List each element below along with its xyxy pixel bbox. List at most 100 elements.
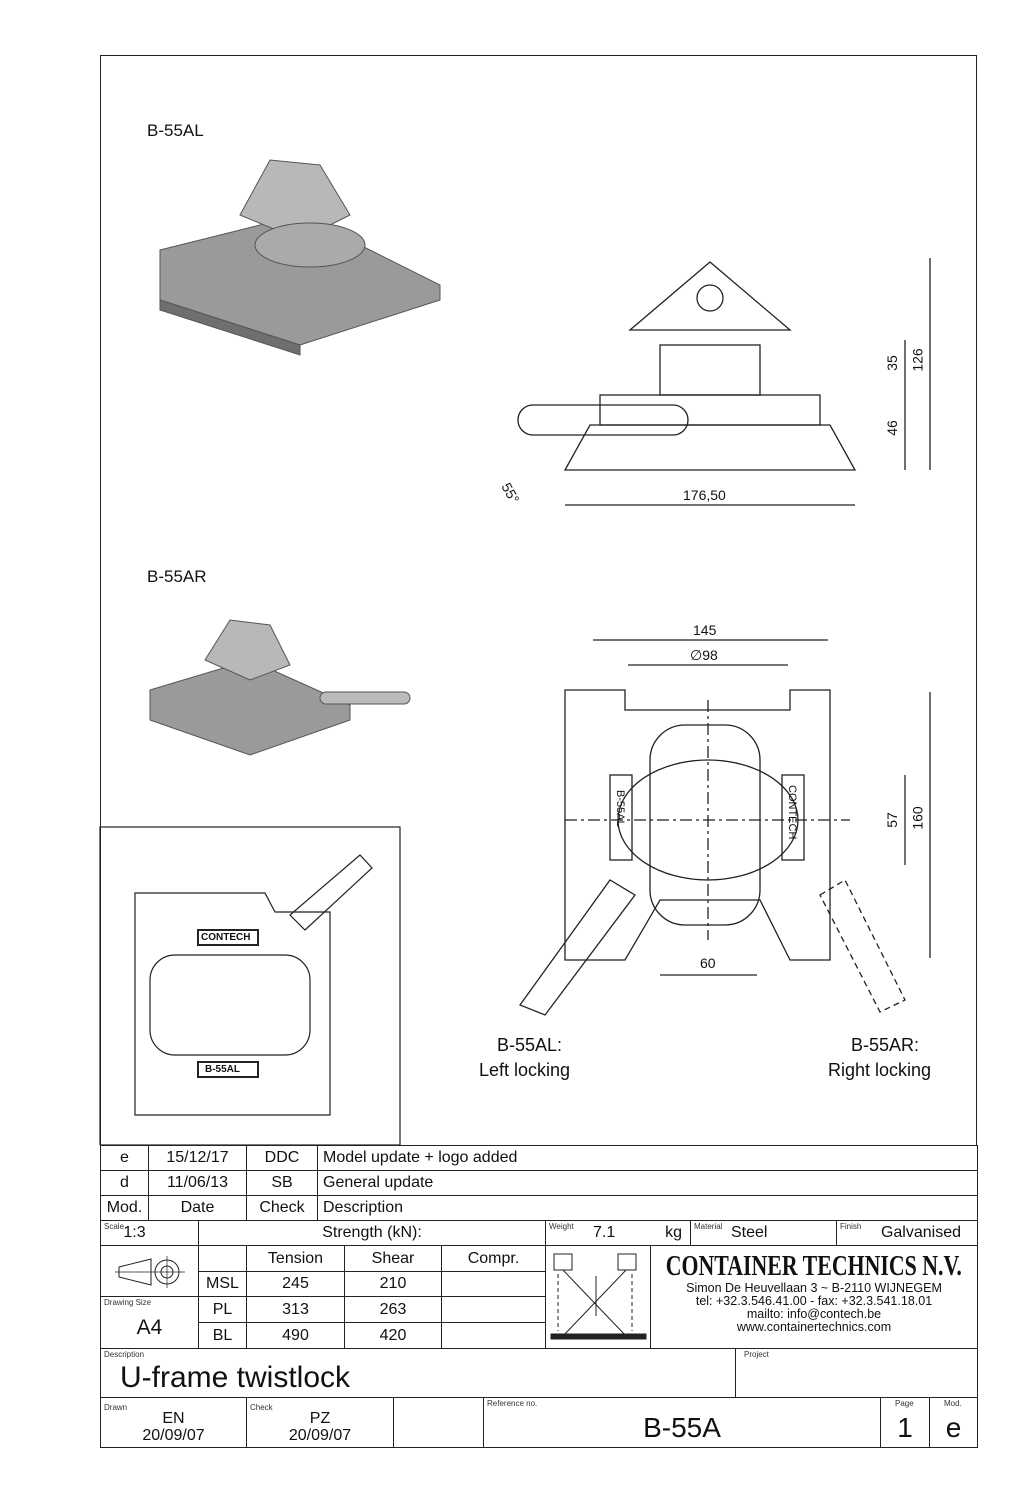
dim-d98: ∅98 (690, 647, 718, 663)
iso-view-b55al (159, 159, 441, 356)
shear-value: 420 (344, 1322, 442, 1349)
bottom-view (99, 826, 401, 1145)
mod-label: Mod. (944, 1399, 962, 1408)
iso-view-b55ar (149, 619, 411, 756)
description-label: Description (104, 1350, 145, 1359)
compr-value (441, 1322, 546, 1349)
side-view (517, 258, 931, 506)
dim-57: 57 (883, 812, 900, 828)
rev-date: 15/12/17 (148, 1145, 247, 1171)
reference-value: B-55A (643, 1411, 721, 1443)
drawing-views (99, 159, 931, 1145)
compr-value (441, 1296, 546, 1323)
mod-cell: Mod. e (929, 1397, 978, 1448)
dim-width-side: 176,50 (683, 487, 726, 503)
drawn-by: EN (162, 1409, 185, 1427)
weight-unit: kg (665, 1224, 682, 1241)
company-block: CONTAINER TECHNICS N.V. Simon De Heuvell… (650, 1245, 978, 1349)
top-view (518, 639, 931, 1016)
note-left-title: B-55AL: (497, 1035, 563, 1055)
rev-header-mod: Mod. (100, 1195, 149, 1221)
row-label: MSL (198, 1271, 247, 1297)
check-date: 20/09/07 (288, 1426, 352, 1444)
strength-corner (198, 1245, 247, 1272)
blank-cell (393, 1397, 484, 1448)
rev-header-description: Description (317, 1195, 978, 1221)
part-mark-right: CONTECH (786, 785, 798, 840)
reference-label: Reference no. (487, 1399, 538, 1408)
note-left-desc: Left locking (479, 1060, 571, 1080)
dim-46: 46 (883, 420, 900, 436)
note-right-title: B-55AR: (851, 1035, 920, 1055)
rev-header-check: Check (246, 1195, 318, 1221)
shear-value: 263 (344, 1296, 442, 1323)
strength-title: Strength (kN): (198, 1220, 546, 1246)
logo-b55al: B-55AL (205, 1064, 241, 1075)
logo-contech: CONTECH (201, 932, 251, 943)
projection-symbol (100, 1245, 199, 1297)
company-email[interactable]: mailto: info@contech.be (746, 1307, 882, 1321)
view-label-b55al: B-55AL (147, 121, 204, 140)
finish-cell: Finish Galvanised (836, 1220, 978, 1246)
material-cell: Material Steel (690, 1220, 837, 1246)
material-label: Material (694, 1222, 723, 1231)
dim-60: 60 (700, 955, 716, 971)
compr-value (441, 1271, 546, 1297)
reference-cell: Reference no. B-55A (483, 1397, 881, 1448)
part-mark-left: B-55AL (614, 790, 626, 827)
mod-value: e (945, 1411, 962, 1443)
tension-value: 313 (246, 1296, 345, 1323)
tension-value: 490 (246, 1322, 345, 1349)
load-diagram (545, 1245, 651, 1349)
page-label: Page (895, 1399, 914, 1408)
rev-check: DDC (246, 1145, 318, 1171)
rev-mod: e (100, 1145, 149, 1171)
project-cell: Project (735, 1348, 978, 1398)
check-by: PZ (309, 1409, 331, 1427)
shear-value: 210 (344, 1271, 442, 1297)
drawn-date: 20/09/07 (142, 1426, 205, 1444)
dim-126: 126 (909, 348, 926, 372)
scale-value: 1:3 (123, 1224, 146, 1241)
dim-35: 35 (883, 355, 900, 371)
header-shear: Shear (344, 1245, 442, 1272)
drawing-size-label: Drawing Size (104, 1298, 152, 1307)
row-label: PL (198, 1296, 247, 1323)
rev-date: 11/06/13 (148, 1170, 247, 1196)
page-cell: Page 1 (880, 1397, 930, 1448)
dim-160: 160 (909, 806, 926, 830)
header-tension: Tension (246, 1245, 345, 1272)
check-label: Check (250, 1403, 273, 1412)
weight-label: Weight (549, 1222, 574, 1231)
company-address: Simon De Heuvellaan 3 ~ B-2110 WIJNEGEM (686, 1281, 942, 1295)
tension-value: 245 (246, 1271, 345, 1297)
row-label: BL (198, 1322, 247, 1349)
note-right-desc: Right locking (828, 1060, 932, 1080)
rev-mod: d (100, 1170, 149, 1196)
header-compr: Compr. (441, 1245, 546, 1272)
third-angle-projection-icon (115, 1256, 185, 1288)
load-diagram-icon (550, 1253, 647, 1340)
company-phone: tel: +32.3.546.41.00 - fax: +32.3.541.18… (695, 1294, 933, 1308)
dim-145: 145 (693, 622, 717, 638)
page-value: 1 (897, 1411, 913, 1443)
rev-description: General update (317, 1170, 978, 1196)
finish-value: Galvanised (880, 1224, 961, 1241)
finish-label: Finish (840, 1222, 862, 1231)
scale-label: Scale (104, 1222, 125, 1231)
material-value: Steel (731, 1224, 768, 1241)
drawn-label: Drawn (104, 1403, 128, 1412)
company-website[interactable]: www.containertechnics.com (736, 1320, 892, 1334)
description-value: U-frame twistlock (120, 1361, 351, 1394)
view-label-b55ar: B-55AR (147, 567, 207, 586)
drawing-size-value: A4 (136, 1315, 163, 1339)
project-label: Project (744, 1350, 769, 1359)
company-name: CONTAINER TECHNICS N.V. (665, 1251, 963, 1282)
rev-header-date: Date (148, 1195, 247, 1221)
rev-check: SB (246, 1170, 318, 1196)
